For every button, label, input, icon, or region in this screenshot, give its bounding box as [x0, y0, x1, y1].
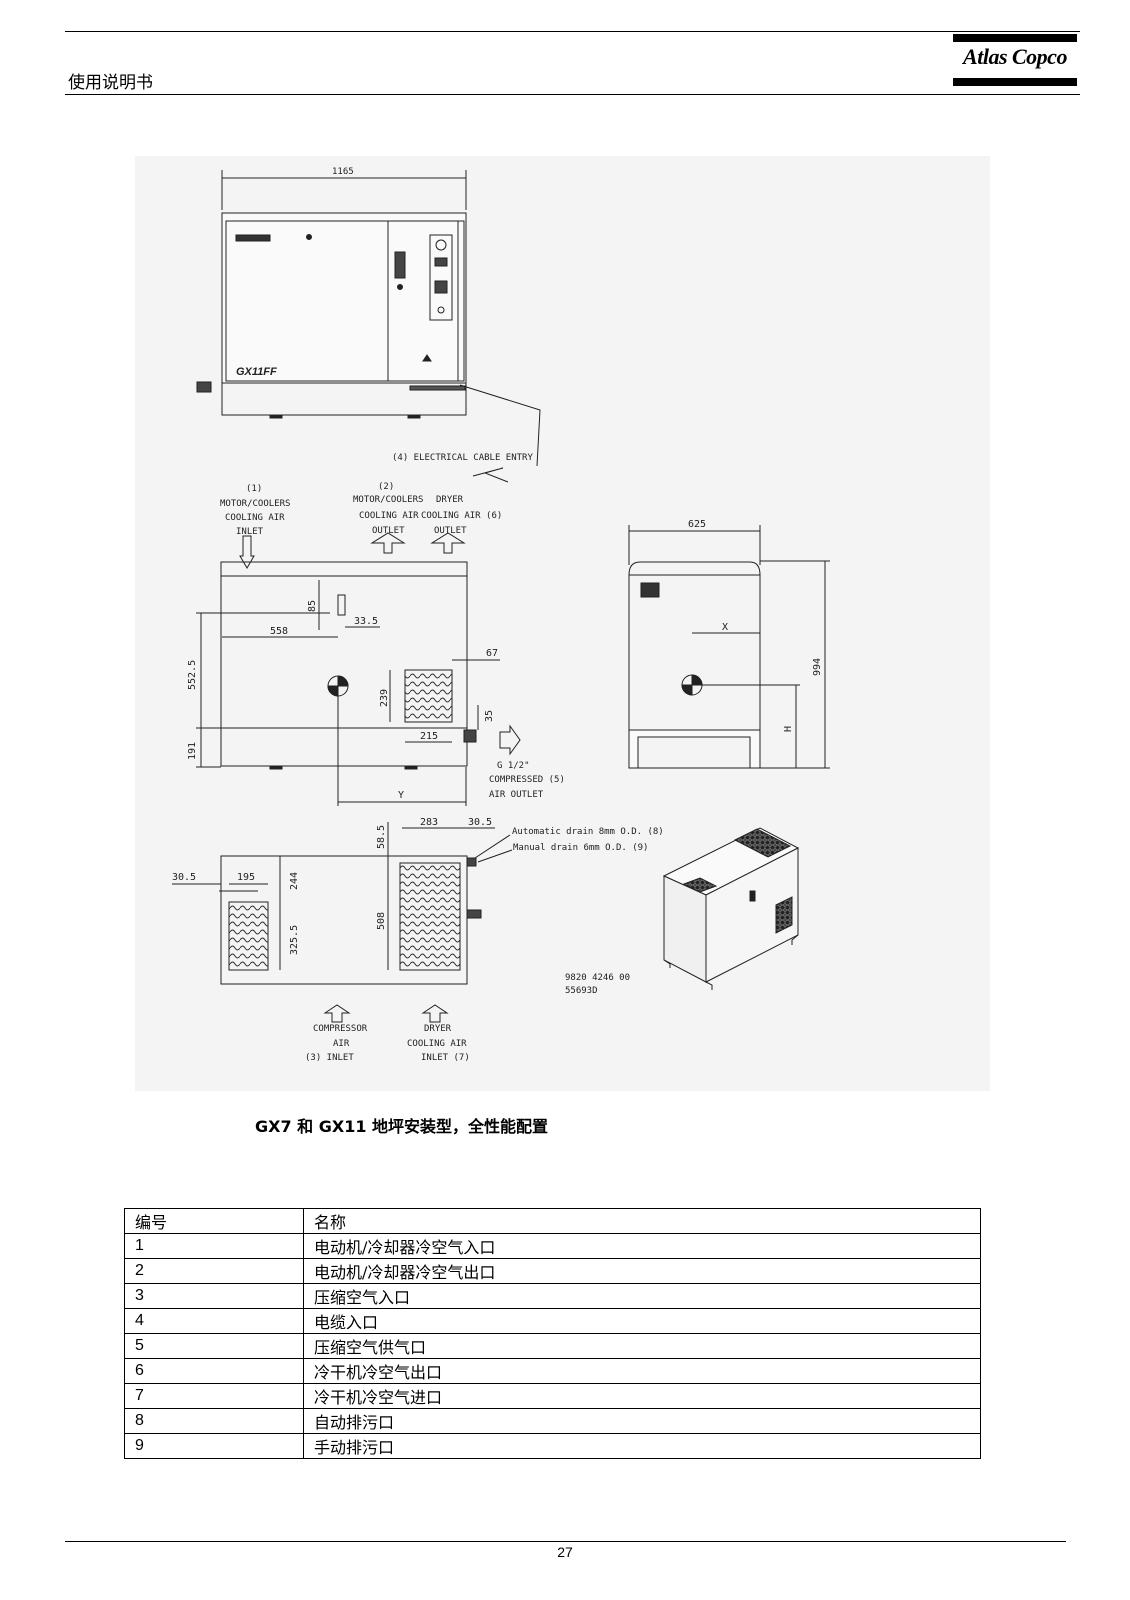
- rear-view: 30.5 195 244 325.5 58.5 508 283 30.5 Aut…: [172, 817, 664, 1063]
- top-callouts: (1) MOTOR/COOLERS COOLING AIR INLET (2) …: [220, 482, 502, 569]
- row-number: 5: [124, 1333, 304, 1359]
- cable-entry-label: (4) ELECTRICAL CABLE ENTRY: [392, 453, 533, 463]
- dim-552-5: 552.5: [187, 660, 198, 690]
- dim-558: 558: [270, 626, 288, 637]
- dim-625: 625: [688, 519, 706, 530]
- row-name: 电动机/冷却器冷空气入口: [303, 1233, 981, 1259]
- row-name: 压缩空气供气口: [303, 1333, 981, 1359]
- logo-bar-top: [953, 34, 1077, 42]
- row-number: 9: [124, 1433, 304, 1459]
- dim-325-5: 325.5: [289, 925, 300, 955]
- atlas-copco-logo: Atlas Copco: [953, 34, 1077, 88]
- front-view: 1165 GX11FF (4) ELECTRICAL CABLE ENTRY: [196, 167, 541, 483]
- dim-30-5-left: 30.5: [172, 872, 196, 883]
- dim-195: 195: [237, 872, 255, 883]
- dim-35: 35: [484, 710, 495, 722]
- header-rule-top: [65, 31, 1080, 32]
- dim-67: 67: [486, 648, 498, 659]
- brand-plate: [235, 234, 271, 242]
- callout-2-line2: MOTOR/COOLERS: [353, 495, 423, 505]
- row-name: 冷干机冷空气进口: [303, 1383, 981, 1409]
- dim-Y: Y: [398, 790, 404, 801]
- logo-text: Atlas Copco: [963, 44, 1067, 69]
- dimension-drawing: 1165 GX11FF (4) ELECTRICAL CABLE ENTRY (…: [135, 156, 990, 1091]
- table-row: 3 压缩空气入口: [124, 1283, 981, 1309]
- row-number: 4: [124, 1308, 304, 1334]
- table-row: 8 自动排污口: [124, 1408, 981, 1434]
- logo-bar-bottom: [953, 78, 1077, 86]
- dim-239: 239: [379, 689, 390, 707]
- table-row: 7 冷干机冷空气进口: [124, 1383, 981, 1409]
- dim-191: 191: [187, 742, 198, 760]
- row-number: 6: [124, 1358, 304, 1384]
- header-number: 编号: [124, 1208, 304, 1234]
- callout-5-line3: AIR OUTLET: [489, 790, 544, 800]
- table-row: 1 电动机/冷却器冷空气入口: [124, 1233, 981, 1259]
- header-name: 名称: [303, 1208, 981, 1234]
- callout-1-line2: MOTOR/COOLERS: [220, 499, 290, 509]
- row-number: 8: [124, 1408, 304, 1434]
- dim-X: X: [722, 622, 728, 633]
- drawing-number-1: 9820 4246 00: [565, 973, 630, 983]
- row-name: 冷干机冷空气出口: [303, 1358, 981, 1384]
- row-number: 2: [124, 1258, 304, 1284]
- dim-994: 994: [812, 658, 823, 676]
- dim-215: 215: [420, 731, 438, 742]
- row-name: 电动机/冷却器冷空气出口: [303, 1258, 981, 1284]
- dim-85: 85: [307, 600, 318, 612]
- callout-3-line2: AIR: [333, 1039, 350, 1049]
- callout-9-label: Manual drain 6mm O.D. (9): [513, 843, 648, 853]
- dim-33-5: 33.5: [354, 616, 378, 627]
- callout-1-line3: COOLING AIR: [225, 513, 285, 523]
- callout-5-line1: G 1/2": [497, 761, 530, 771]
- dim-H: H: [783, 726, 794, 732]
- parts-table: 编号 名称 1 电动机/冷却器冷空气入口 2 电动机/冷却器冷空气出口 3 压缩…: [124, 1208, 981, 1459]
- top-view: 552.5 191 558 85 33.5 239 67 215 35 G 1/…: [187, 561, 565, 806]
- drawing-number-2: 55693D: [565, 986, 598, 996]
- figure-caption: GX7 和 GX11 地坪安装型，全性能配置: [255, 1117, 549, 1136]
- callout-8-label: Automatic drain 8mm O.D. (8): [512, 827, 664, 837]
- dim-58-5: 58.5: [376, 825, 387, 849]
- callout-6-line1: DRYER: [436, 495, 464, 505]
- footer-rule: [65, 1541, 1066, 1542]
- side-view: 625 X 994 H: [628, 519, 830, 769]
- callout-7-line2: COOLING AIR: [407, 1039, 467, 1049]
- dim-30-5-right: 30.5: [468, 817, 492, 828]
- row-number: 3: [124, 1283, 304, 1309]
- row-number: 7: [124, 1383, 304, 1409]
- table-row: 6 冷干机冷空气出口: [124, 1358, 981, 1384]
- callout-3-line1: COMPRESSOR: [313, 1024, 368, 1034]
- dim-508: 508: [376, 912, 387, 930]
- callout-2-line3: COOLING AIR: [359, 511, 419, 521]
- callout-7-line3: INLET (7): [421, 1053, 470, 1063]
- callout-3-line3: (3) INLET: [305, 1053, 354, 1063]
- model-plate: GX11FF: [236, 366, 277, 378]
- table-header-row: 编号 名称: [124, 1208, 981, 1234]
- dim-283: 283: [420, 817, 438, 828]
- row-number: 1: [124, 1233, 304, 1259]
- dim-244: 244: [289, 872, 300, 890]
- callout-2-line4: OUTLET: [372, 526, 405, 536]
- header-rule-bottom: [65, 94, 1080, 95]
- table-row: 5 压缩空气供气口: [124, 1333, 981, 1359]
- page-number: 27: [557, 1544, 573, 1560]
- table-row: 9 手动排污口: [124, 1433, 981, 1459]
- table-row: 4 电缆入口: [124, 1308, 981, 1334]
- table-row: 2 电动机/冷却器冷空气出口: [124, 1258, 981, 1284]
- row-name: 自动排污口: [303, 1408, 981, 1434]
- row-name: 手动排污口: [303, 1433, 981, 1459]
- callout-6-line2: COOLING AIR (6): [421, 511, 502, 521]
- dim-1165: 1165: [332, 167, 354, 177]
- drawing-svg: 1165 GX11FF (4) ELECTRICAL CABLE ENTRY (…: [172, 167, 830, 1063]
- document-title: 使用说明书: [68, 73, 153, 93]
- callout-7-line1: DRYER: [424, 1024, 452, 1034]
- row-name: 电缆入口: [303, 1308, 981, 1334]
- callout-1-line4: INLET: [236, 527, 264, 537]
- callout-6-line3: OUTLET: [434, 526, 467, 536]
- callout-2-line1: (2): [378, 482, 394, 492]
- isometric-view: [662, 827, 800, 990]
- callout-1-line1: (1): [246, 484, 262, 494]
- row-name: 压缩空气入口: [303, 1283, 981, 1309]
- callout-5-line2: COMPRESSED (5): [489, 775, 565, 785]
